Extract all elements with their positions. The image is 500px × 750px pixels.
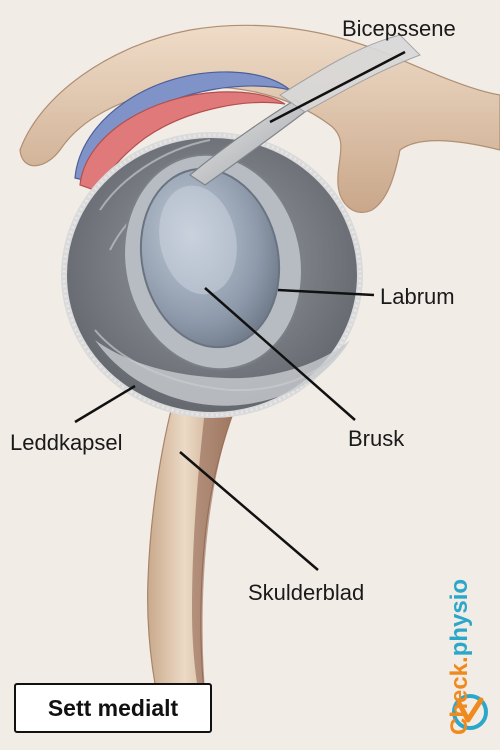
brand-text: Check.physio [446, 578, 473, 735]
brand-logo [452, 694, 488, 730]
view-caption-box: Sett medialt [14, 683, 212, 733]
label-leddkapsel: Leddkapsel [10, 430, 123, 455]
label-bicepssene: Bicepssene [342, 16, 456, 41]
leader-line-brusk [204, 287, 356, 421]
leader-line-skulderblad [179, 451, 319, 571]
brand-part-1: Check. [446, 656, 473, 735]
label-labrum: Labrum [380, 284, 455, 309]
capsule-rim [62, 133, 362, 417]
leader-line-labrum [277, 288, 375, 297]
view-caption: Sett medialt [47, 694, 179, 721]
cartilage-highlight [159, 185, 237, 295]
leader-line-biceps [269, 50, 406, 124]
glenoid-cartilage [139, 167, 281, 349]
biceps-tendon-band [279, 34, 421, 113]
capsule-lower-light [95, 340, 350, 406]
label-brusk: Brusk [348, 426, 405, 451]
brand-part-2: physio [446, 578, 473, 657]
scapula-shadow [192, 400, 238, 700]
label-skulderblad: Skulderblad [248, 580, 365, 605]
leader-line-leddkapsel [74, 384, 136, 424]
